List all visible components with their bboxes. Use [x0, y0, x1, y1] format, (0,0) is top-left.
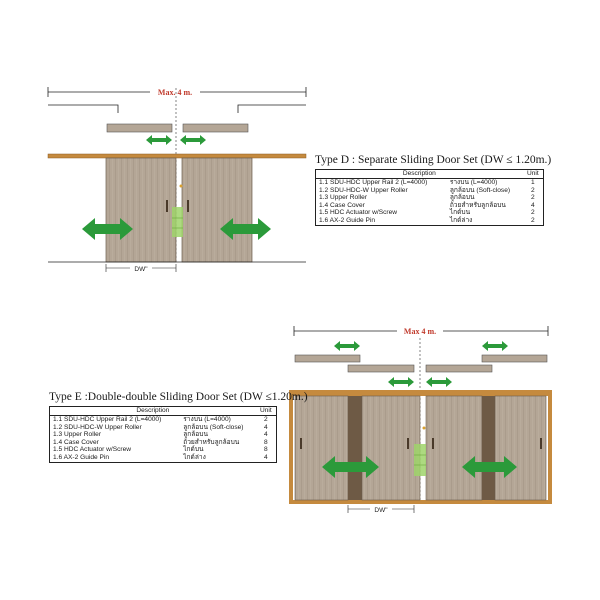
cell-item: 1.5 HDC Actuator w/Screw: [53, 446, 132, 454]
cell-unit: 4: [530, 201, 535, 209]
table-row: 1.4 Case Cover ถ้วยสำหรับลูกล้อบน 4: [316, 202, 544, 210]
door-e-1: [294, 395, 349, 501]
plan-arrow: [482, 341, 508, 351]
col-unit: Unit: [522, 169, 544, 179]
cell-thai: ลูกล้อบน (Soft-close): [183, 423, 244, 431]
slide-arrow-right-d: [220, 218, 271, 240]
col-unit: Unit: [255, 406, 277, 416]
cell-item: 1.3 Upper Roller: [53, 431, 102, 439]
table-header-row: Description Unit: [315, 169, 544, 179]
cell-thai: ลูกล้อบน (Soft-close): [449, 186, 511, 194]
cell-thai: รางบน (L=4000): [183, 416, 231, 423]
cell-unit: 4: [264, 423, 268, 431]
door-plan-inner-right: [425, 364, 493, 373]
cell-item: 1.1 SDU-HDC Upper Rail 2 (L=4000): [53, 416, 162, 423]
door-plan-right: [182, 123, 249, 133]
table-row: 1.3 Upper Roller ลูกล้อบน 2: [316, 194, 544, 202]
table-header-row: Description Unit: [49, 406, 277, 416]
slide-arrow-left-e: [322, 456, 379, 478]
type-e-spec-table: Description Unit 1.1 SDU-HDC Upper Rail …: [49, 406, 277, 463]
handle-icon: [166, 200, 168, 212]
type-d-spec-table: Description Unit 1.1 SDU-HDC Upper Rail …: [315, 169, 544, 226]
plan-arrow: [334, 341, 360, 351]
cell-thai: ไกด์ล่าง: [449, 216, 473, 224]
slide-arrow-right-e: [462, 456, 517, 478]
door-e-dark-panel: [482, 396, 495, 500]
door-e-3: [425, 395, 483, 501]
dw-label-e: DW": [374, 507, 388, 514]
door-left-d: [105, 157, 177, 263]
cell-item: 1.5 HDC Actuator w/Screw: [319, 209, 398, 217]
cell-thai: รางบน (L=4000): [449, 179, 498, 186]
cell-thai: ไกด์บน: [449, 209, 471, 217]
table-row: 1.1 SDU-HDC Upper Rail 2 (L=4000) รางบน (…: [50, 416, 277, 424]
upper-rail-d: [47, 153, 307, 159]
table-row: 1.1 SDU-HDC Upper Rail 2 (L=4000) รางบน (…: [316, 179, 544, 187]
cell-item: 1.6 AX-2 Guide Pin: [53, 453, 110, 461]
col-description: Description: [49, 406, 256, 416]
door-plan-outer-left: [294, 354, 361, 363]
door-plan-outer-right: [481, 354, 548, 363]
cell-unit: 8: [264, 446, 268, 454]
cell-unit: 2: [530, 209, 535, 217]
plan-arrow: [388, 377, 414, 387]
cell-item: 1.4 Case Cover: [319, 201, 365, 209]
cell-thai: ลูกล้อบน: [183, 431, 208, 439]
cell-item: 1.2 SDU-HDC-W Upper Roller: [319, 186, 408, 194]
handle-icon: [187, 200, 189, 212]
dw-label-d: DW": [134, 266, 148, 273]
cell-item: 1.2 SDU-HDC-W Upper Roller: [53, 423, 142, 431]
diagram-e: Max 4 m.: [289, 325, 552, 514]
diagram-d: Max. 4 m.: [47, 86, 307, 273]
cell-item: 1.1 SDU-HDC Upper Rail 2 (L=4000): [319, 179, 428, 186]
overlap-highlight: [414, 444, 426, 476]
handle-icon: [407, 438, 409, 449]
cell-item: 1.6 AX-2 Guide Pin: [319, 216, 376, 224]
door-plan-left: [106, 123, 173, 133]
door-plan-inner-left: [347, 364, 415, 373]
cell-item: 1.4 Case Cover: [53, 438, 99, 446]
table-row: 1.4 Case Cover ถ้วยสำหรับลูกล้อบน 8: [50, 439, 277, 447]
door-e-4: [494, 395, 547, 501]
table-row: 1.3 Upper Roller ลูกล้อบน 4: [50, 431, 277, 439]
cell-unit: 2: [264, 416, 268, 423]
max-label-d: Max. 4 m.: [158, 88, 192, 97]
table-row: 1.6 AX-2 Guide Pin ไกด์ล่าง 2: [316, 217, 544, 225]
cell-unit: 2: [530, 186, 535, 194]
col-description: Description: [315, 169, 523, 179]
cell-thai: ลูกล้อบน: [449, 194, 475, 202]
max-label-e: Max 4 m.: [404, 327, 436, 336]
type-e-title: Type E :Double-double Sliding Door Set (…: [49, 391, 308, 403]
type-d-title: Type D : Separate Sliding Door Set (DW ≤…: [315, 154, 552, 166]
overlap-highlight: [172, 207, 183, 237]
cell-item: 1.3 Upper Roller: [319, 194, 368, 202]
cell-thai: ไกด์ล่าง: [183, 453, 206, 461]
table-row: 1.5 HDC Actuator w/Screw ไกด์บน 8: [50, 446, 277, 454]
table-row: 1.2 SDU-HDC-W Upper Roller ลูกล้อบน (Soft…: [50, 424, 277, 432]
cell-thai: ถ้วยสำหรับลูกล้อบน: [449, 201, 506, 209]
table-row: 1.6 AX-2 Guide Pin ไกด์ล่าง 4: [50, 454, 277, 462]
cell-thai: ถ้วยสำหรับลูกล้อบน: [183, 438, 240, 446]
cell-unit: 4: [264, 431, 268, 439]
cell-unit: 4: [264, 453, 268, 461]
door-right-d: [181, 157, 253, 263]
door-e-dark-panel: [348, 396, 362, 500]
handle-icon: [432, 438, 434, 449]
cell-unit: 2: [530, 194, 535, 202]
plan-arrow: [426, 377, 452, 387]
table-row: 1.5 HDC Actuator w/Screw ไกด์บน 2: [316, 209, 544, 217]
upper-rail-e: [291, 392, 550, 396]
handle-icon: [540, 438, 542, 449]
cell-unit: 2: [530, 216, 535, 224]
plan-arrow-right: [180, 135, 206, 145]
handle-icon: [300, 438, 302, 449]
cell-unit: 1: [530, 179, 535, 186]
slide-arrow-left-d: [82, 218, 133, 240]
table-row: 1.2 SDU-HDC-W Upper Roller ลูกล้อบน (Soft…: [316, 187, 544, 195]
plan-arrow-left: [146, 135, 172, 145]
door-e-2: [361, 395, 421, 501]
cell-unit: 8: [264, 438, 268, 446]
cell-thai: ไกด์บน: [183, 446, 204, 454]
